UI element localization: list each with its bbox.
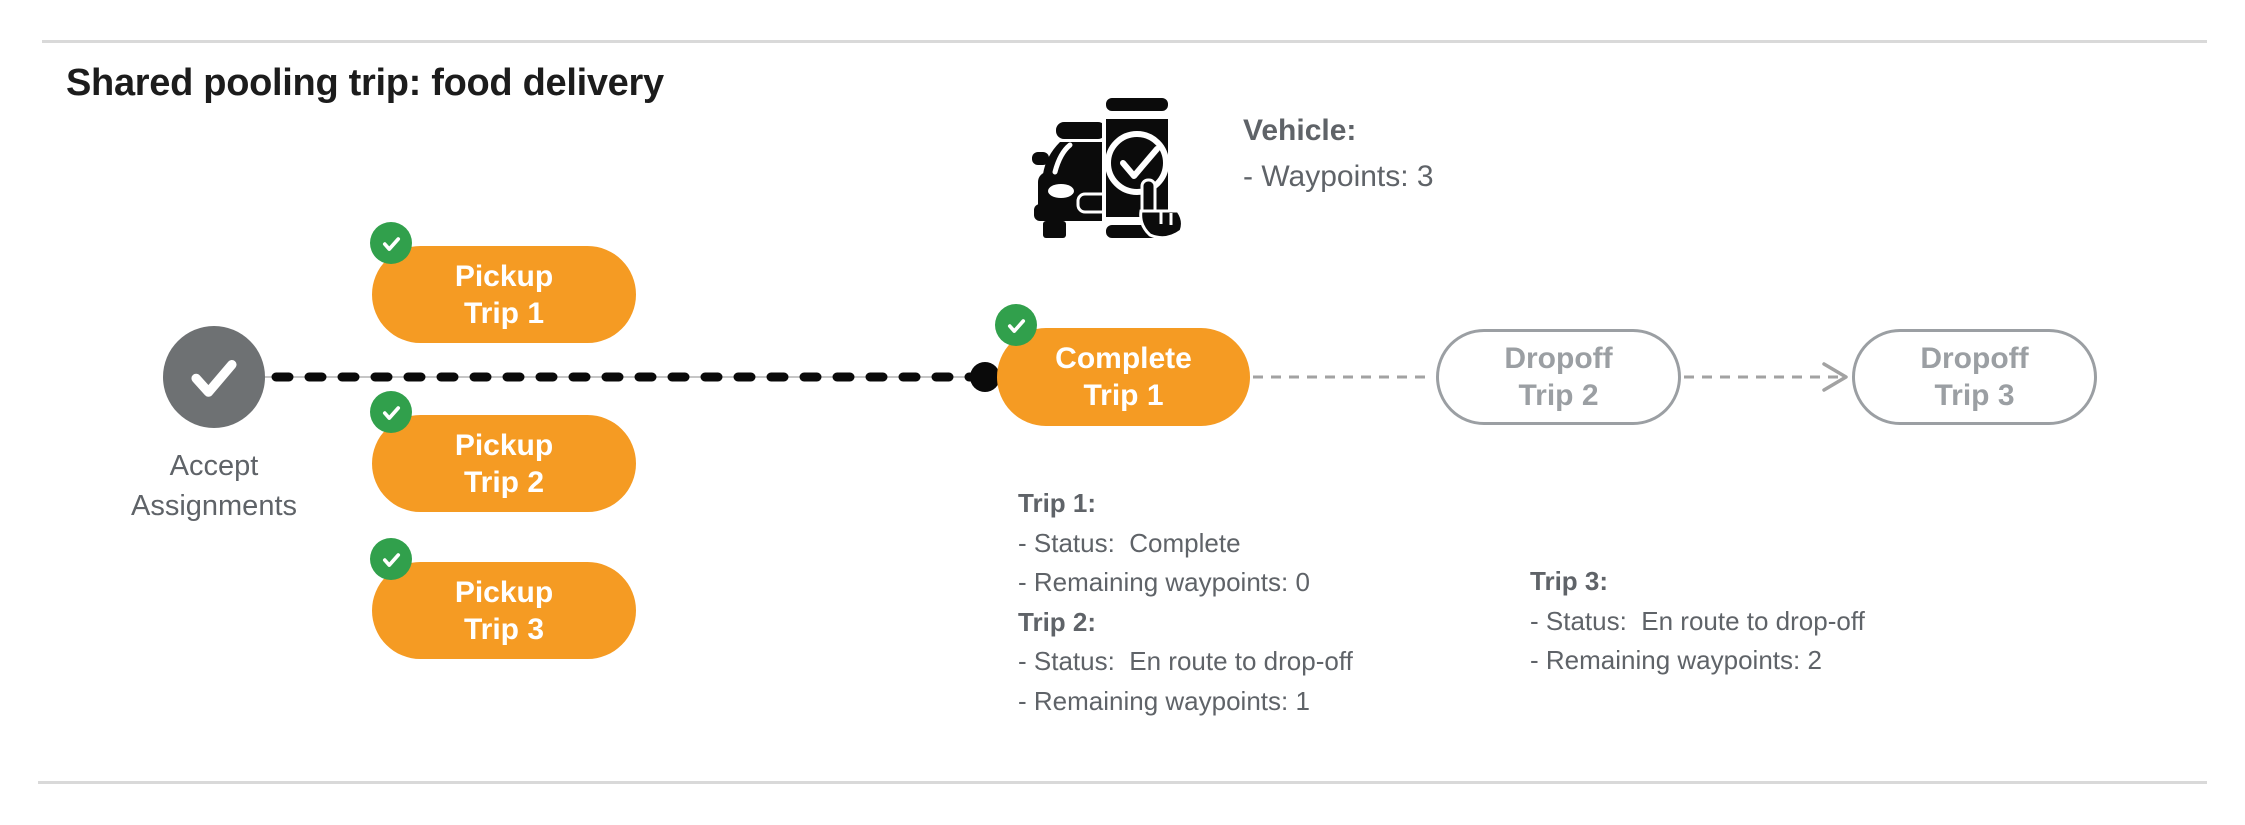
trip-2-heading: Trip 2: [1018,606,1097,637]
vehicle-heading: Vehicle: [1243,114,1357,147]
trip-2-waypoints: - Remaining waypoints: 1 [1018,685,1310,716]
accept-assignments-label: Accept Assignments [130,450,297,522]
car-phone-check-icon [1032,94,1184,242]
check-icon [1007,318,1025,333]
node-pickup-trip-3: Pickup Trip 3 [370,538,636,659]
trip-1-status: - Status: Complete [1018,527,1241,558]
top-divider [42,40,2207,43]
check-badge [370,222,412,264]
node-complete-trip-1: Complete Trip 1 [995,304,1250,426]
node-pickup-trip-1: Pickup Trip 1 [370,222,636,343]
check-icon [382,552,400,567]
accept-assignments-node [163,326,265,428]
check-badge [370,538,412,580]
trip-1-waypoints: - Remaining waypoints: 0 [1018,567,1310,597]
check-badge [995,304,1037,346]
check-icon [382,236,400,251]
vehicle-waypoints: - Waypoints: 3 [1243,160,1434,193]
status-block-trip-1-2: Trip 1: - Status: Complete - Remaining w… [1018,484,1353,721]
current-position-dot [970,362,1000,392]
vehicle-legend: Vehicle: - Waypoints: 3 [1243,108,1434,200]
check-icon [191,359,237,397]
trip-2-status: - Status: En route to drop-off [1018,646,1353,676]
trip-3-waypoints: - Remaining waypoints: 2 [1530,645,1822,675]
bottom-divider [38,781,2207,784]
trip-1-heading: Trip 1: [1018,488,1097,518]
check-badge [370,391,412,433]
page-title: Shared pooling trip: food delivery [66,62,664,104]
trip-3-status: - Status: En route to drop-off [1530,605,1865,636]
status-block-trip-3: Trip 3: - Status: En route to drop-off -… [1530,562,1865,681]
trip-3-heading: Trip 3: [1530,566,1609,596]
node-dropoff-trip-3: Dropoff Trip 3 [1852,329,2097,425]
arrowhead-icon [1822,362,1848,392]
node-dropoff-trip-2: Dropoff Trip 2 [1436,329,1681,425]
node-pickup-trip-2: Pickup Trip 2 [370,391,636,512]
check-icon [382,405,400,420]
